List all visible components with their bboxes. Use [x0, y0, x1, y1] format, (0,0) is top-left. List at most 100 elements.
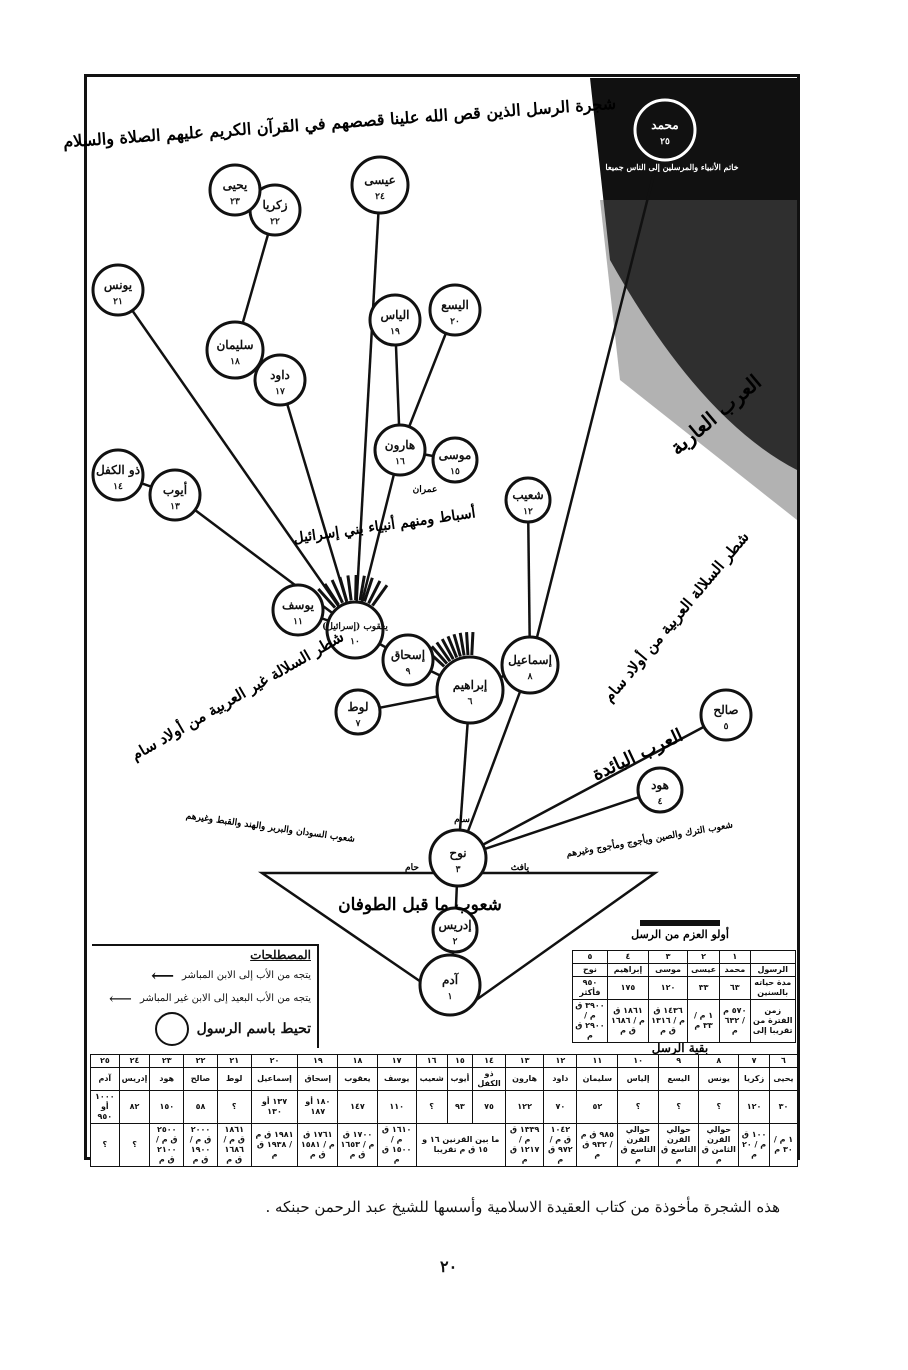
tribe-ray	[338, 576, 349, 602]
prophet-number: ١١	[293, 617, 303, 627]
table-cell: ما بين القرنين ١٦ و ١٥ ق م تقريبا	[415, 1123, 506, 1167]
table-cell: ٨٢	[118, 1090, 151, 1124]
table-cell: ٣٠	[769, 1090, 798, 1124]
prophet-name: موسى	[439, 448, 472, 463]
prophet-name: إسماعيل	[508, 653, 552, 668]
prophet-number: ٢٥	[660, 137, 670, 147]
header-cell: ٣	[648, 950, 689, 964]
table-cell: مدة حياته بالسنين	[749, 976, 796, 1000]
tribe-ray	[346, 575, 353, 601]
table-cell: زكريا	[738, 1067, 770, 1091]
prophet-number: ١٤	[113, 482, 123, 492]
table-cell: ٩٨٥ ق م / ٩٣٢ ق م	[576, 1123, 619, 1167]
prophet-number: ٢١	[113, 297, 123, 307]
prophet-circle	[500, 635, 560, 695]
prophet-circle	[633, 98, 697, 162]
prophet-circle	[208, 163, 262, 217]
prophet-number: ٩	[406, 667, 411, 677]
table-cell: يعقوب	[337, 1067, 378, 1091]
descendant-ray	[435, 641, 452, 663]
table-cell: داود	[543, 1067, 578, 1091]
descendant-ray	[446, 635, 459, 659]
prophet-name: يعقوب (إسرائيل)	[322, 621, 388, 632]
prophet-number: ٢٣	[230, 197, 240, 207]
prophet-number: ١٩	[390, 327, 400, 337]
prophet-circle	[253, 353, 307, 407]
prophet-name: داود	[270, 368, 290, 383]
table-cell: ٦	[769, 1054, 798, 1068]
table-cell: صالح	[183, 1067, 218, 1091]
lineage-line	[353, 449, 402, 631]
label-ham: حام	[405, 862, 419, 873]
prophet-name: يوسف	[282, 598, 315, 613]
prophet-circle	[504, 476, 552, 524]
table-cell: ٩	[657, 1054, 700, 1068]
prophet-circle	[271, 583, 325, 637]
prophet-circle	[428, 283, 482, 337]
table-cell: ٢٢	[183, 1054, 218, 1068]
table-cell: ١ م / ٣٠ م	[769, 1123, 798, 1167]
table-cell: آدم	[90, 1067, 120, 1091]
table-cell: ١٤٣٦ ق م / ١٣١٦ ق م	[648, 999, 689, 1043]
table-cell: ٥٢	[576, 1090, 619, 1124]
prophet-name: اليسع	[441, 298, 469, 313]
header-cell: ٥	[572, 950, 608, 964]
prophet-number: ١٧	[275, 387, 285, 397]
table-cell: هارون	[504, 1067, 545, 1091]
table-cell: ٣٣	[687, 976, 721, 1000]
table-cell: اليسع	[657, 1067, 700, 1091]
table-cell: ١٠٠ ق م / ٢٠ م	[738, 1123, 770, 1167]
tribe-ray	[367, 580, 382, 604]
table-cell: ١٧٦١ ق م / ١٥٨١ ق م	[297, 1123, 339, 1167]
table-cell: ٥٧٠ م / ٦٣٢ م	[719, 999, 751, 1043]
table-cell: ؟	[415, 1090, 448, 1124]
table-cell: ١٣٧ أو ١٣٠	[250, 1090, 299, 1124]
prophet-number: ٤	[658, 797, 663, 807]
table-cell: ١ م / ٣٣ م	[687, 999, 721, 1043]
label-pre-flood: شعوب ما قبل الطوفان	[338, 895, 502, 915]
lineage-line	[457, 788, 661, 860]
table-cell: حوالي القرن الثامن ق م	[698, 1123, 740, 1167]
prophet-circle	[91, 448, 145, 502]
prophet-circle	[368, 293, 422, 347]
table-cell: إلياس	[617, 1067, 659, 1091]
legend-direct-text: يتجه من الأب إلى الابن المباشر	[182, 970, 311, 981]
prophet-number: ٥	[724, 722, 729, 732]
prophet-node: صالح ٥	[699, 688, 753, 742]
prophet-circle	[431, 906, 479, 954]
prophet-name: إبراهيم	[453, 678, 488, 693]
table-cell: يونس	[698, 1067, 740, 1091]
prophet-name: يحيى	[223, 178, 248, 192]
table-cell: ٢٥	[90, 1054, 120, 1068]
prophet-number: ٣	[456, 865, 461, 875]
descendant-ray	[430, 645, 449, 665]
prophet-number: ٦	[468, 697, 473, 707]
muhammad-rays	[600, 200, 797, 520]
descendant-ray	[440, 638, 455, 660]
prophet-name: هود	[651, 778, 669, 793]
table-cell: ٢٠٠٠ ق م / ١٩٠٠ ق م	[183, 1123, 218, 1167]
table-cell: إسحاق	[297, 1067, 339, 1091]
table-cell: ؟	[118, 1123, 151, 1167]
table-cell: إدريس	[118, 1067, 151, 1091]
prophet-name: ذو الكفل	[96, 463, 140, 478]
table-cell: ١٣٣٩ ق م / ١٢١٧ ق م	[504, 1123, 545, 1167]
prophet-name: صالح	[713, 703, 738, 718]
prophet-node: يعقوب (إسرائيل)١٠	[322, 600, 388, 660]
small-table-title-bar	[640, 920, 720, 926]
table-cell: ١٤٧	[337, 1090, 378, 1124]
table-cell: ١٨٦١ ق م / ١٦٨٦ ق م	[216, 1123, 252, 1167]
prophet-circle	[699, 688, 753, 742]
prophet-node: ذو الكفل ١٤	[91, 448, 145, 502]
table-cell: لوط	[216, 1067, 252, 1091]
prophet-name: آدم	[442, 971, 460, 988]
